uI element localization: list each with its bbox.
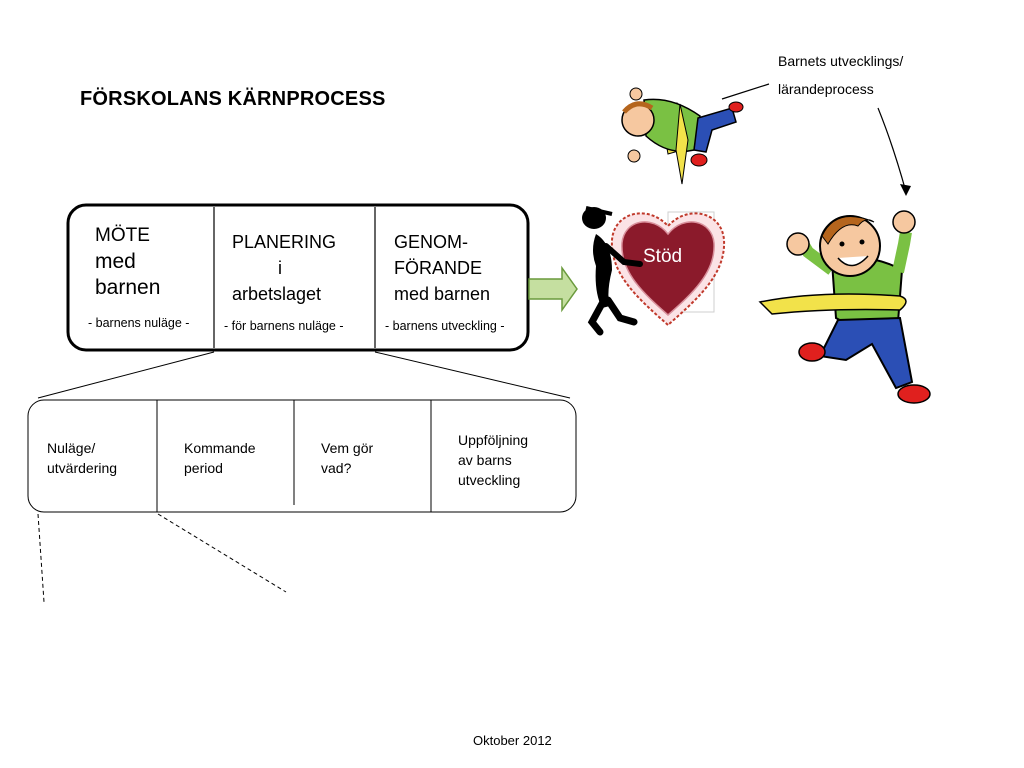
core-cell-planning-line-3: arbetslaget bbox=[232, 281, 336, 307]
core-caption-planning: - för barnens nuläge - bbox=[224, 319, 344, 333]
core-cell-meeting-line-3: barnen bbox=[95, 275, 160, 301]
sub-cell-follow-up-line-2: av barns bbox=[458, 450, 528, 470]
core-caption-execution: - barnens utveckling - bbox=[385, 319, 505, 333]
sub-cell-status-line-1: Nuläge/ bbox=[47, 438, 117, 458]
sub-cell-who-does-what: Vem gör vad? bbox=[321, 438, 373, 478]
support-label: Stöd bbox=[643, 246, 682, 268]
core-cell-execution: GENOM- FÖRANDE med barnen bbox=[394, 229, 490, 307]
core-cell-planning-line-1: PLANERING bbox=[232, 229, 336, 255]
core-cell-meeting-line-1: MÖTE bbox=[95, 223, 160, 249]
sub-cell-follow-up-line-3: utveckling bbox=[458, 470, 528, 490]
running-child-illustration bbox=[760, 211, 930, 403]
sub-cell-follow-up: Uppföljning av barns utveckling bbox=[458, 430, 528, 490]
sub-cell-next-period-line-2: period bbox=[184, 458, 256, 478]
flow-arrow bbox=[529, 268, 577, 310]
sub-cell-follow-up-line-1: Uppföljning bbox=[458, 430, 528, 450]
core-cell-meeting: MÖTE med barnen bbox=[95, 223, 160, 301]
core-cell-planning-line-2: i bbox=[232, 255, 336, 281]
core-cell-meeting-line-2: med bbox=[95, 249, 160, 275]
zoom-line-left bbox=[38, 352, 214, 398]
sub-cell-status-line-2: utvärdering bbox=[47, 458, 117, 478]
sub-cell-who-does-what-line-1: Vem gör bbox=[321, 438, 373, 458]
core-caption-meeting: - barnens nuläge - bbox=[88, 316, 189, 330]
sub-cell-next-period: Kommande period bbox=[184, 438, 256, 478]
zoom-line-right bbox=[375, 352, 570, 398]
flying-child-illustration bbox=[622, 88, 743, 184]
support-heart bbox=[612, 212, 724, 325]
note-arrow-head bbox=[900, 184, 911, 196]
core-cell-planning: PLANERING i arbetslaget bbox=[232, 229, 336, 307]
dashed-line-right bbox=[158, 514, 286, 592]
note-connector-line bbox=[722, 84, 769, 99]
dashed-line-left bbox=[38, 514, 44, 602]
sub-cell-who-does-what-line-2: vad? bbox=[321, 458, 373, 478]
footer-date: Oktober 2012 bbox=[473, 733, 552, 748]
core-cell-execution-line-2: FÖRANDE bbox=[394, 255, 490, 281]
sub-cell-status: Nuläge/ utvärdering bbox=[47, 438, 117, 478]
note-arrow bbox=[878, 108, 906, 192]
sub-cell-next-period-line-1: Kommande bbox=[184, 438, 256, 458]
core-cell-execution-line-1: GENOM- bbox=[394, 229, 490, 255]
core-cell-execution-line-3: med barnen bbox=[394, 281, 490, 307]
